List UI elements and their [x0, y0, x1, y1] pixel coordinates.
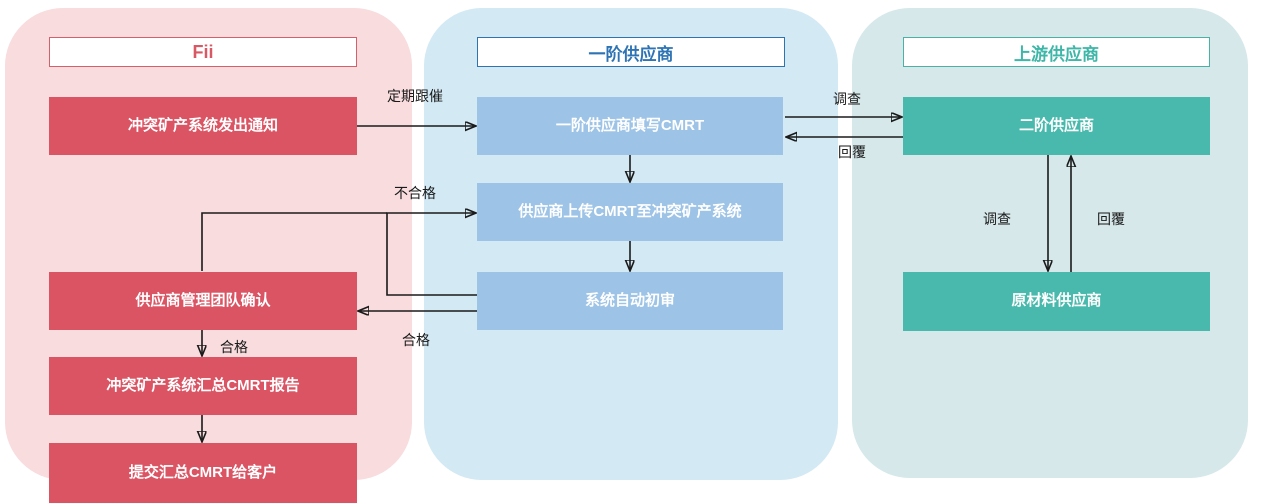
edge-label-follow-up: 定期跟催 [387, 88, 443, 104]
node-submit-cmrt: 提交汇总CMRT给客户 [49, 443, 357, 503]
lane-header-upstream: 上游供应商 [903, 37, 1210, 67]
node-upload-cmrt: 供应商上传CMRT至冲突矿产系统 [477, 183, 783, 241]
node-system-notify: 冲突矿产系统发出通知 [49, 97, 357, 155]
edge-label-pass-left: 合格 [402, 332, 430, 348]
edge-label-pass-down: 合格 [220, 339, 248, 355]
node-aggregate-cmrt: 冲突矿产系统汇总CMRT报告 [49, 357, 357, 415]
edge-label-survey-right: 调查 [833, 91, 861, 107]
edge-label-survey-down: 调查 [983, 211, 1011, 227]
node-auto-review: 系统自动初审 [477, 272, 783, 330]
lane-header-tier1: 一阶供应商 [477, 37, 785, 67]
node-fill-cmrt: 一阶供应商填写CMRT [477, 97, 783, 155]
edge-label-reply-right: 回覆 [838, 144, 866, 160]
edge-label-reply-up: 回覆 [1097, 211, 1125, 227]
lane-tier1 [424, 8, 838, 480]
node-team-confirm: 供应商管理团队确认 [49, 272, 357, 330]
edge-label-fail: 不合格 [394, 185, 436, 201]
lane-upstream [852, 8, 1248, 478]
node-raw-material: 原材料供应商 [903, 272, 1210, 331]
lane-header-fii: Fii [49, 37, 357, 67]
node-tier2-supplier: 二阶供应商 [903, 97, 1210, 155]
